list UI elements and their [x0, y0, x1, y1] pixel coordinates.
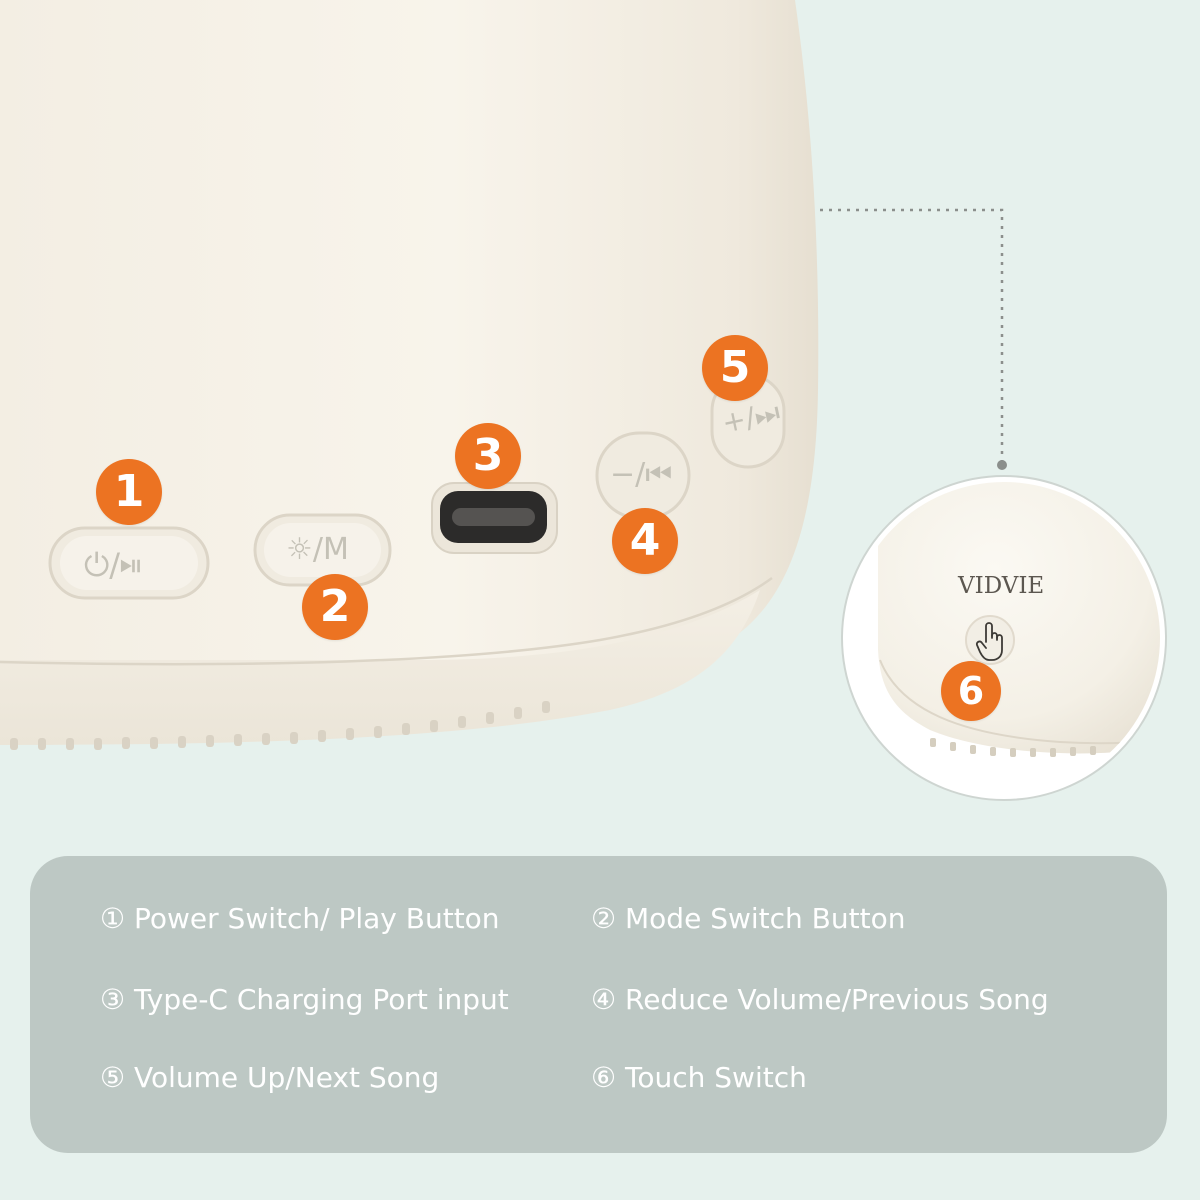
power-play-label: ⏻/⏯ — [84, 546, 141, 584]
legend-item-4: ④ Reduce Volume/Previous Song — [591, 983, 1049, 1016]
zoom-callout — [841, 475, 1167, 801]
badge-1: 1 — [96, 459, 162, 525]
touch-hand-icon — [975, 622, 1003, 661]
badge-2: 2 — [302, 574, 368, 640]
legend-panel: ① Power Switch/ Play Button ② Mode Switc… — [30, 856, 1167, 1153]
speaker-grille — [10, 701, 550, 750]
badge-3: 3 — [455, 423, 521, 489]
legend-item-2: ② Mode Switch Button — [591, 902, 906, 935]
mode-switch-label: ☼/M — [286, 532, 349, 567]
badge-4: 4 — [612, 508, 678, 574]
legend-item-1: ① Power Switch/ Play Button — [100, 902, 500, 935]
badge-6: 6 — [941, 661, 1001, 721]
brand-logo-text: VIDVIE — [958, 573, 1045, 599]
legend-item-3: ③ Type-C Charging Port input — [100, 983, 509, 1016]
badge-5: 5 — [702, 335, 768, 401]
legend-item-5: ⑤ Volume Up/Next Song — [100, 1061, 440, 1094]
legend-item-6: ⑥ Touch Switch — [591, 1061, 807, 1094]
zoom-connector — [820, 208, 1004, 465]
volume-down-label: −/⏮ — [610, 457, 673, 492]
